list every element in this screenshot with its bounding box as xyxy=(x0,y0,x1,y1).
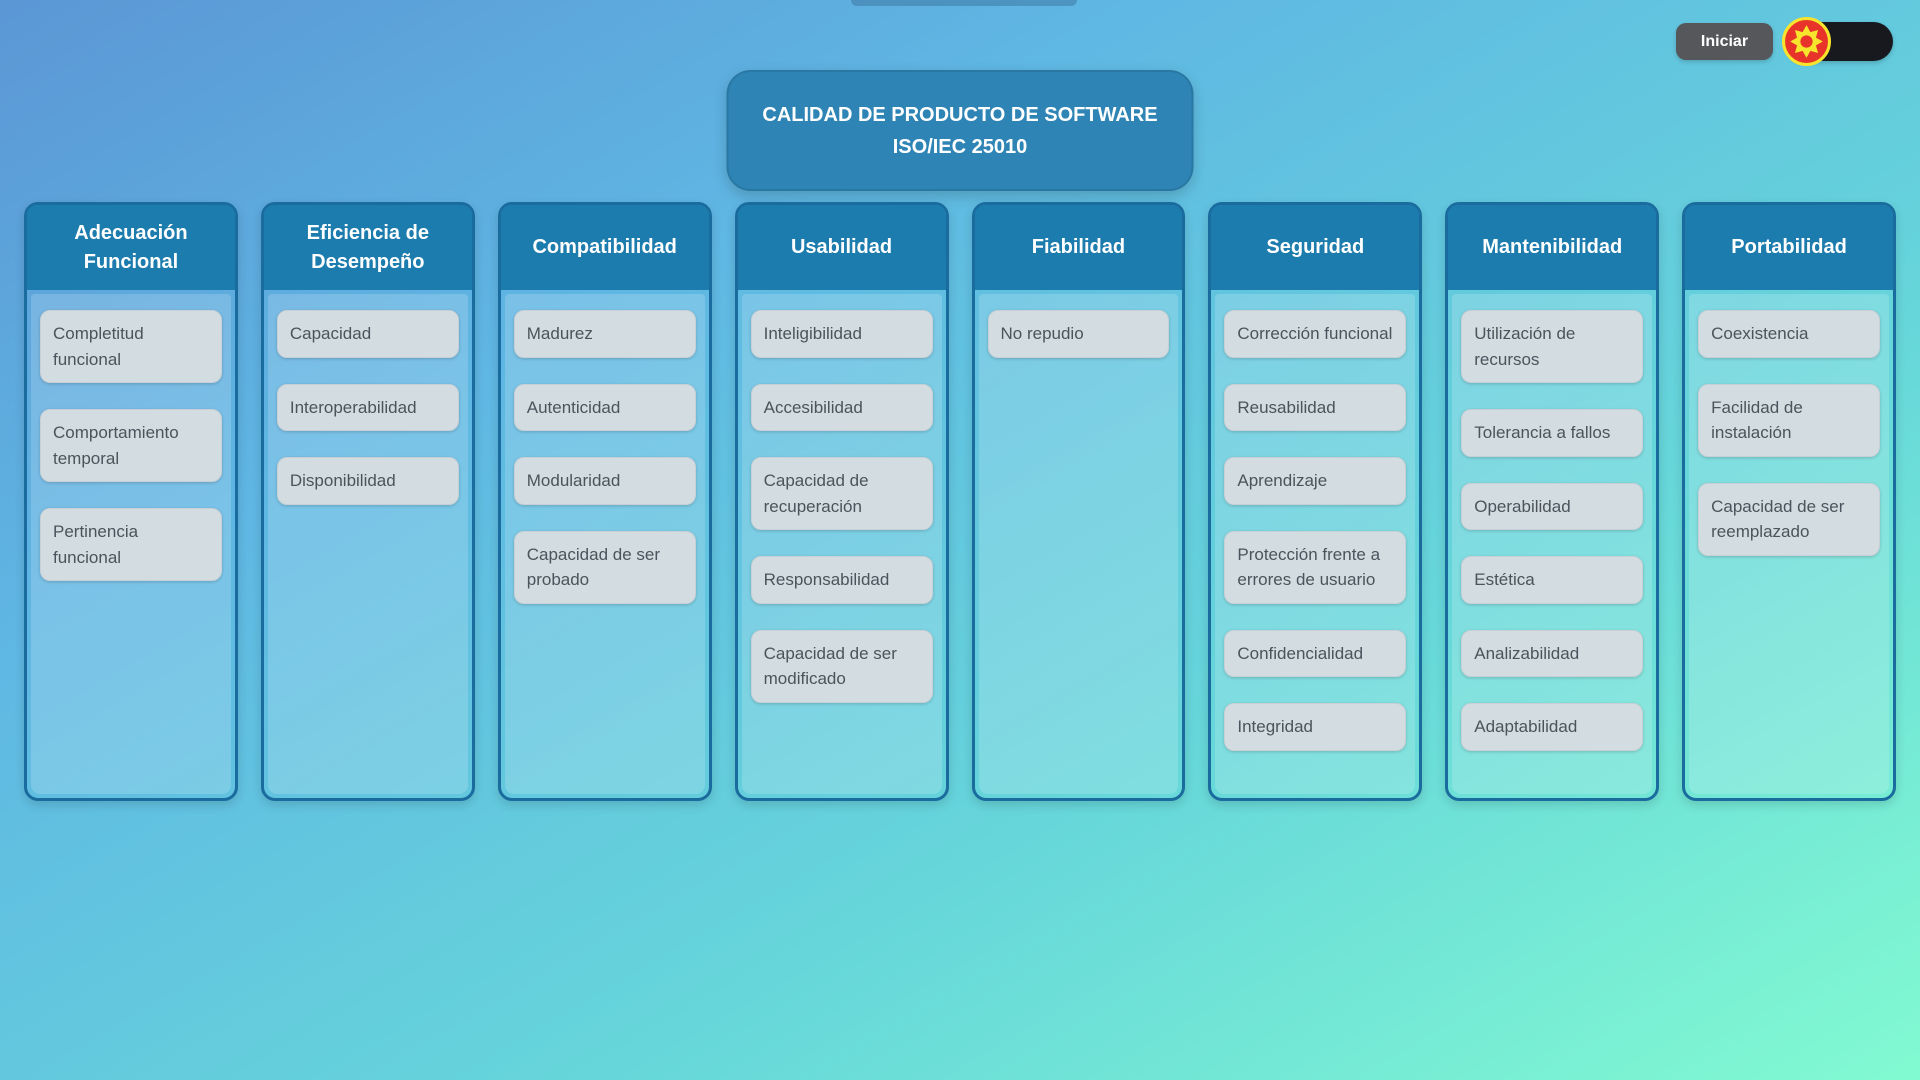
draggable-item[interactable]: Capacidad de ser reemplazado xyxy=(1698,482,1880,556)
draggable-item[interactable]: Responsabilidad xyxy=(750,556,933,604)
theme-toggle[interactable] xyxy=(1782,17,1893,66)
column-title: Usabilidad xyxy=(737,205,946,290)
draggable-item[interactable]: Reusabilidad xyxy=(1224,383,1407,431)
draggable-item[interactable]: Autenticidad xyxy=(513,383,696,431)
draggable-item[interactable]: Coexistencia xyxy=(1698,310,1880,358)
draggable-item[interactable]: Corrección funcional xyxy=(1224,310,1407,358)
page-title: CALIDAD DE PRODUCTO DE SOFTWARE ISO/IEC … xyxy=(726,70,1194,191)
column-title: Mantenibilidad xyxy=(1448,205,1657,290)
draggable-item[interactable]: Capacidad de ser modificado xyxy=(750,629,933,703)
draggable-item[interactable]: Capacidad de recuperación xyxy=(750,457,933,530)
column-dropzone[interactable]: No repudio xyxy=(978,294,1179,794)
draggable-item[interactable]: Madurez xyxy=(513,310,696,358)
category-column-fiabilidad: Fiabilidad No repudio xyxy=(971,202,1186,801)
draggable-item[interactable]: Tolerancia a fallos xyxy=(1461,409,1644,457)
draggable-item[interactable]: Protección frente a errores de usuario xyxy=(1224,530,1407,604)
draggable-item[interactable]: Confidencialidad xyxy=(1224,629,1407,677)
draggable-item[interactable]: Inteligibilidad xyxy=(750,310,933,358)
draggable-item[interactable]: Operabilidad xyxy=(1461,482,1644,530)
column-title: Eficiencia de Desempeño xyxy=(263,205,472,290)
draggable-item[interactable]: Adaptabilidad xyxy=(1461,703,1644,751)
draggable-item[interactable]: Pertinencia funcional xyxy=(40,508,222,581)
column-title: Fiabilidad xyxy=(974,205,1183,290)
draggable-item[interactable]: Analizabilidad xyxy=(1461,629,1644,677)
draggable-item[interactable]: Capacidad xyxy=(276,310,459,358)
page-title-line1: CALIDAD DE PRODUCTO DE SOFTWARE xyxy=(762,103,1158,126)
page-title-line2: ISO/IEC 25010 xyxy=(892,135,1028,158)
category-column-adecuacion-funcional: Adecuación Funcional Completitud funcion… xyxy=(24,202,238,801)
draggable-item[interactable]: Accesibilidad xyxy=(750,383,933,431)
hidden-top-panel-edge xyxy=(851,0,1077,6)
draggable-item[interactable]: Interoperabilidad xyxy=(276,383,459,431)
draggable-item[interactable]: No repudio xyxy=(987,310,1170,358)
column-title: Compatibilidad xyxy=(500,205,709,290)
draggable-item[interactable]: Modularidad xyxy=(513,457,696,505)
column-title: Adecuación Funcional xyxy=(27,205,235,290)
column-title: Portabilidad xyxy=(1685,205,1893,290)
sun-icon xyxy=(1782,17,1831,66)
draggable-item[interactable]: Disponibilidad xyxy=(276,457,459,505)
draggable-item[interactable]: Comportamiento temporal xyxy=(40,409,222,482)
draggable-item[interactable]: Aprendizaje xyxy=(1224,457,1407,505)
draggable-item[interactable]: Facilidad de instalación xyxy=(1698,383,1880,457)
column-title: Seguridad xyxy=(1211,205,1420,290)
draggable-item[interactable]: Estética xyxy=(1461,556,1644,604)
category-board: Adecuación Funcional Completitud funcion… xyxy=(24,202,1896,801)
start-button[interactable]: Iniciar xyxy=(1676,23,1773,60)
draggable-item[interactable]: Utilización de recursos xyxy=(1461,310,1644,383)
draggable-item[interactable]: Capacidad de ser probado xyxy=(513,530,696,604)
draggable-item[interactable]: Integridad xyxy=(1224,703,1407,751)
toolbar: Iniciar xyxy=(1676,17,1893,66)
draggable-item[interactable]: Completitud funcional xyxy=(40,310,222,383)
